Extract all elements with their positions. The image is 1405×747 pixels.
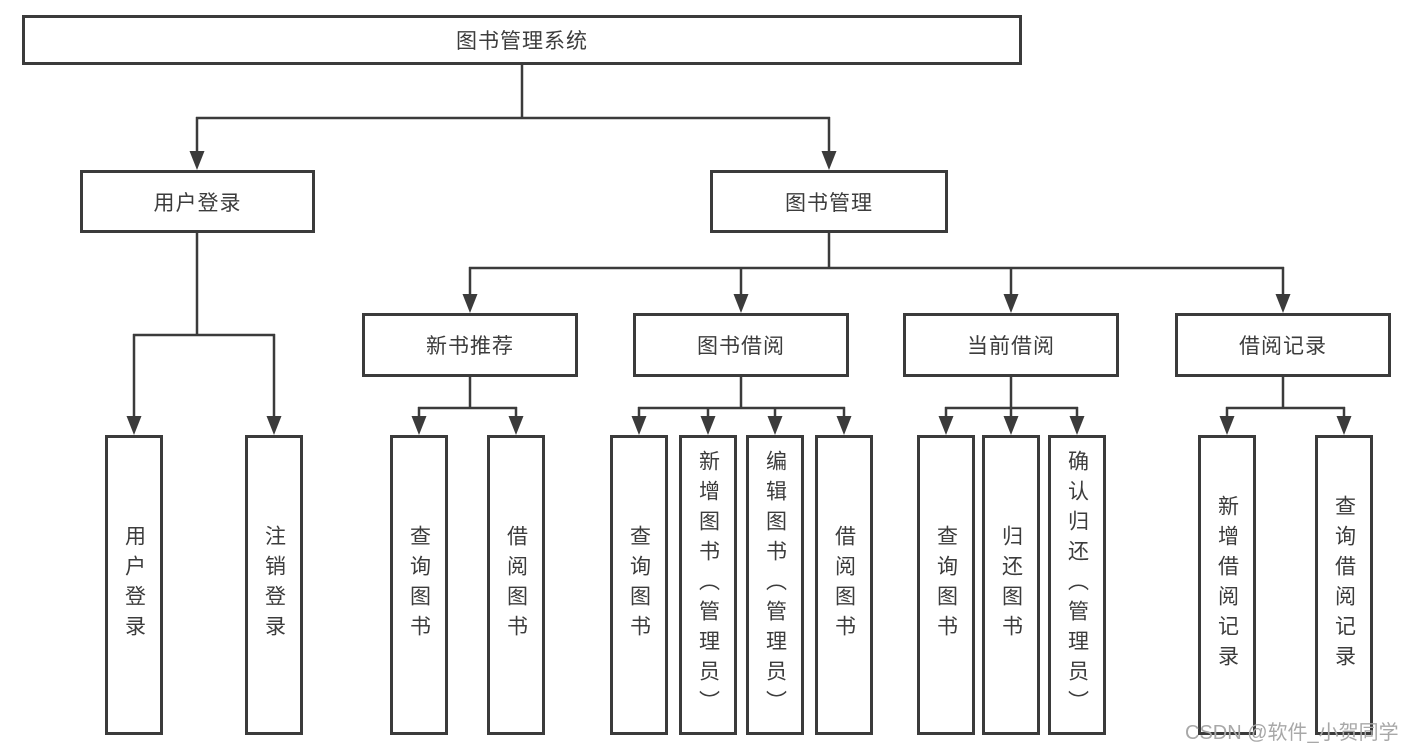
node-label: 借阅图书 xyxy=(504,525,528,645)
leaf-query-books: 查询图书 xyxy=(917,435,975,735)
node-new-book-recommend: 新书推荐 xyxy=(362,313,578,377)
arrowhead-icon xyxy=(266,416,282,435)
leaf-return-books: 归还图书 xyxy=(982,435,1040,735)
arrowhead-icon xyxy=(733,294,749,313)
node-label: 新书推荐 xyxy=(426,335,514,358)
node-label: 新增借阅记录 xyxy=(1215,495,1239,675)
connector-root-to-level2 xyxy=(189,65,837,170)
node-borrowing-records: 借阅记录 xyxy=(1175,313,1391,377)
arrowhead-icon xyxy=(631,416,647,435)
arrowhead-icon xyxy=(938,416,954,435)
arrowhead-icon xyxy=(508,416,524,435)
arrowhead-icon xyxy=(1275,294,1291,313)
arrowhead-icon xyxy=(767,416,783,435)
arrowhead-icon xyxy=(462,294,478,313)
node-label: 查询借阅记录 xyxy=(1332,495,1356,675)
arrowhead-icon xyxy=(836,416,852,435)
node-book-management: 图书管理 xyxy=(710,170,948,233)
node-label: 图书管理系统 xyxy=(456,30,588,53)
leaf-edit-books-admin: 编辑图书（管理员） xyxy=(746,435,804,735)
leaf-add-borrow-record: 新增借阅记录 xyxy=(1198,435,1256,735)
node-label: 用户登录 xyxy=(122,525,146,645)
leaf-query-books: 查询图书 xyxy=(610,435,668,735)
leaf-user-login: 用户登录 xyxy=(105,435,163,735)
node-label: 借阅图书 xyxy=(832,525,856,645)
leaf-logout: 注销登录 xyxy=(245,435,303,735)
csdn-watermark: CSDN @软件_小贺同学 xyxy=(1185,722,1399,744)
arrowhead-icon xyxy=(411,416,427,435)
leaf-query-books: 查询图书 xyxy=(390,435,448,735)
leaf-query-borrow-record: 查询借阅记录 xyxy=(1315,435,1373,735)
node-current-borrowing: 当前借阅 xyxy=(903,313,1119,377)
leaf-add-books-admin: 新增图书（管理员） xyxy=(679,435,737,735)
node-label: 归还图书 xyxy=(999,525,1023,645)
leaf-borrow-books: 借阅图书 xyxy=(815,435,873,735)
node-label: 查询图书 xyxy=(934,525,958,645)
leaf-confirm-return-admin: 确认归还（管理员） xyxy=(1048,435,1106,735)
leaf-borrow-books: 借阅图书 xyxy=(487,435,545,735)
connector-borrowrecords-to-leaves xyxy=(1219,377,1352,435)
node-user-login: 用户登录 xyxy=(80,170,315,233)
node-label: 用户登录 xyxy=(153,191,242,215)
connector-bookmgmt-to-level3 xyxy=(462,233,1291,313)
arrowhead-icon xyxy=(1219,416,1235,435)
arrowhead-icon xyxy=(1003,416,1019,435)
connector-bookborrow-to-leaves xyxy=(631,377,852,435)
arrowhead-icon xyxy=(700,416,716,435)
connector-userlogin-to-leaves xyxy=(126,233,282,435)
node-label: 编辑图书（管理员） xyxy=(763,450,787,720)
arrowhead-icon xyxy=(1336,416,1352,435)
node-label: 确认归还（管理员） xyxy=(1065,450,1089,720)
node-label: 新增图书（管理员） xyxy=(696,450,720,720)
connector-currentborrow-to-leaves xyxy=(938,377,1085,435)
connector-newbookrec-to-leaves xyxy=(411,377,524,435)
node-label: 查询图书 xyxy=(627,525,651,645)
arrowhead-icon xyxy=(189,151,205,170)
node-root-system: 图书管理系统 xyxy=(22,15,1022,65)
node-book-borrowing: 图书借阅 xyxy=(633,313,849,377)
node-label: 借阅记录 xyxy=(1239,335,1327,358)
node-label: 注销登录 xyxy=(262,525,286,645)
arrowhead-icon xyxy=(1069,416,1085,435)
node-label: 查询图书 xyxy=(407,525,431,645)
node-label: 图书借阅 xyxy=(697,335,785,358)
arrowhead-icon xyxy=(1003,294,1019,313)
node-label: 图书管理 xyxy=(785,191,873,215)
arrowhead-icon xyxy=(821,151,837,170)
node-label: 当前借阅 xyxy=(967,335,1055,358)
arrowhead-icon xyxy=(126,416,142,435)
